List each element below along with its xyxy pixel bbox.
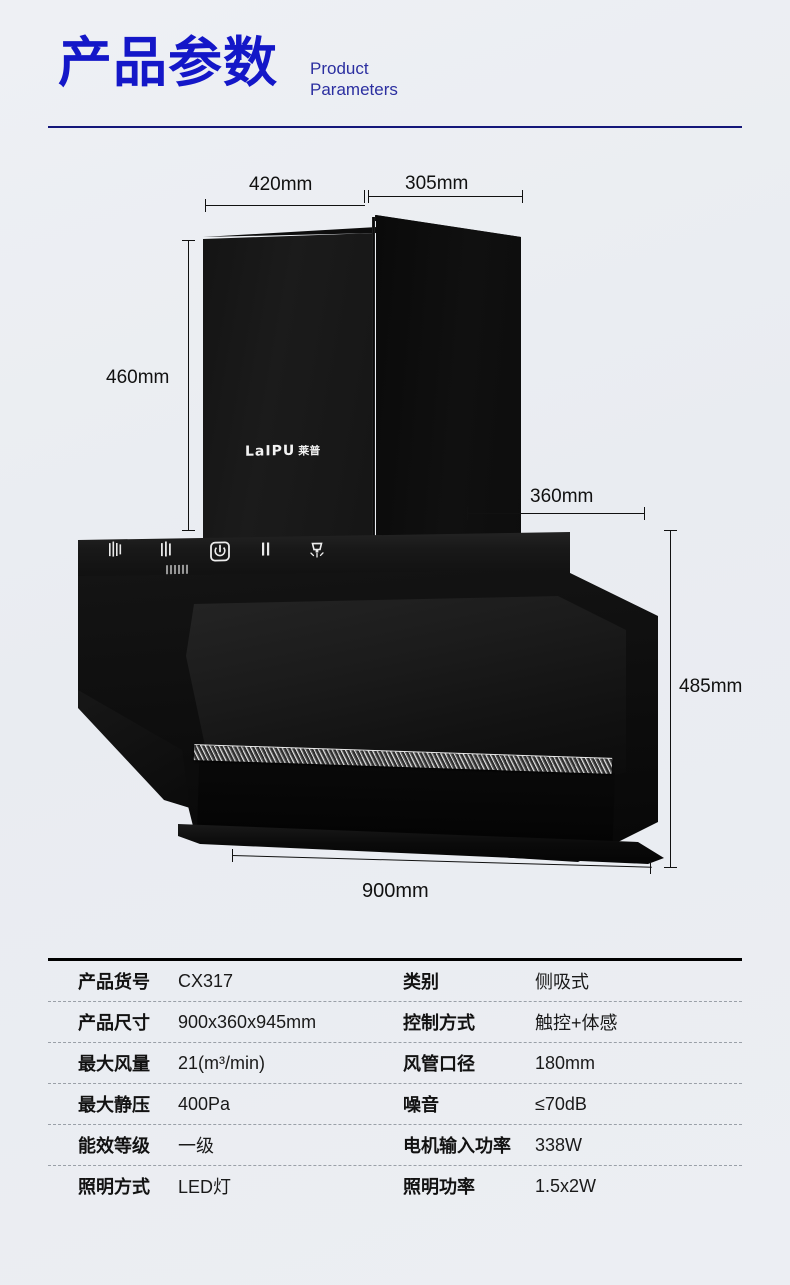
spec-value: 触控+体感 (535, 1013, 618, 1033)
pause-icon[interactable] (260, 541, 272, 558)
table-row: 照明方式 LED灯 照明功率 1.5x2W (48, 1166, 742, 1206)
spec-cell-right: 照明功率 1.5x2W (395, 1173, 742, 1199)
spec-label: 类别 (403, 972, 439, 993)
product-illustration: LaIPU 莱普 (0, 140, 790, 940)
dimension-label-360mm: 360mm (530, 486, 594, 507)
spec-label: 最大风量 (78, 1054, 150, 1075)
spec-label: 控制方式 (403, 1013, 475, 1034)
spec-cell-right: 噪音 ≤70dB (395, 1091, 742, 1117)
spec-value: LED灯 (178, 1177, 232, 1197)
spec-value: 一级 (178, 1136, 214, 1156)
specification-table: 产品货号 CX317 类别 侧吸式 产品尺寸 900x360x945mm 控制方… (48, 958, 742, 1206)
spec-value: 338W (535, 1134, 583, 1155)
table-row: 最大静压 400Pa 噪音 ≤70dB (48, 1084, 742, 1125)
spec-label: 电机输入功率 (403, 1136, 511, 1157)
header-divider (48, 126, 742, 128)
control-panel-icons (108, 541, 368, 575)
spec-label: 产品货号 (78, 972, 150, 993)
dimension-label-900mm: 900mm (362, 880, 429, 902)
table-row: 能效等级 一级 电机输入功率 338W (48, 1125, 742, 1166)
spec-cell-right: 风管口径 180mm (395, 1050, 742, 1076)
page-title-english-line2: Parameters (310, 80, 398, 99)
spec-cell-right: 控制方式 触控+体感 (395, 1009, 742, 1035)
spec-value: 侧吸式 (535, 972, 589, 992)
fan-speed-low-icon[interactable] (108, 541, 124, 558)
spec-label: 照明功率 (403, 1177, 475, 1198)
spec-label: 风管口径 (403, 1054, 475, 1075)
spec-value: 900x360x945mm (178, 1011, 317, 1032)
spec-value: 21(m³/min) (178, 1052, 266, 1073)
dimension-label-460mm: 460mm (106, 367, 170, 388)
spec-cell-right: 类别 侧吸式 (395, 968, 742, 994)
spec-label: 照明方式 (78, 1177, 150, 1198)
spec-value: 400Pa (178, 1093, 231, 1114)
spec-cell-left: 最大风量 21(m³/min) (48, 1050, 395, 1076)
spec-label: 产品尺寸 (78, 1013, 150, 1034)
brand-logo: LaIPU 莱普 (245, 442, 320, 460)
table-top-border (48, 958, 742, 961)
table-row: 产品货号 CX317 类别 侧吸式 (48, 961, 742, 1002)
spec-cell-left: 能效等级 一级 (48, 1132, 395, 1158)
spec-cell-left: 照明方式 LED灯 (48, 1173, 395, 1199)
range-hood-body (78, 570, 664, 870)
spec-label: 最大静压 (78, 1095, 150, 1116)
page-header: 产品参数 Product Parameters (48, 32, 748, 126)
dimension-label-305mm: 305mm (405, 173, 469, 194)
spec-label: 能效等级 (78, 1136, 150, 1157)
brand-logo-latin: LaIPU (245, 442, 296, 460)
page-title-english: Product Parameters (310, 58, 398, 100)
spec-label: 噪音 (403, 1095, 439, 1116)
chimney-corner-edge (372, 217, 375, 610)
spec-cell-left: 最大静压 400Pa (48, 1091, 395, 1117)
dimension-label-420mm: 420mm (249, 174, 313, 195)
brand-logo-chinese: 莱普 (298, 444, 321, 458)
light-icon[interactable] (308, 541, 326, 560)
power-icon[interactable] (210, 541, 230, 562)
table-row: 产品尺寸 900x360x945mm 控制方式 触控+体感 (48, 1002, 742, 1043)
spec-cell-left: 产品货号 CX317 (48, 968, 395, 994)
spec-cell-right: 电机输入功率 338W (395, 1132, 742, 1158)
spec-cell-left: 产品尺寸 900x360x945mm (48, 1009, 395, 1035)
dimension-label-485mm: 485mm (679, 676, 743, 697)
page-title-chinese: 产品参数 (58, 31, 278, 94)
spec-value: 1.5x2W (535, 1175, 597, 1196)
spec-value: ≤70dB (535, 1093, 587, 1114)
spec-value: CX317 (178, 970, 234, 991)
spec-value: 180mm (535, 1052, 596, 1073)
table-row: 最大风量 21(m³/min) 风管口径 180mm (48, 1043, 742, 1084)
page-title-english-line1: Product (310, 59, 369, 78)
fan-speed-high-icon[interactable] (160, 541, 174, 558)
